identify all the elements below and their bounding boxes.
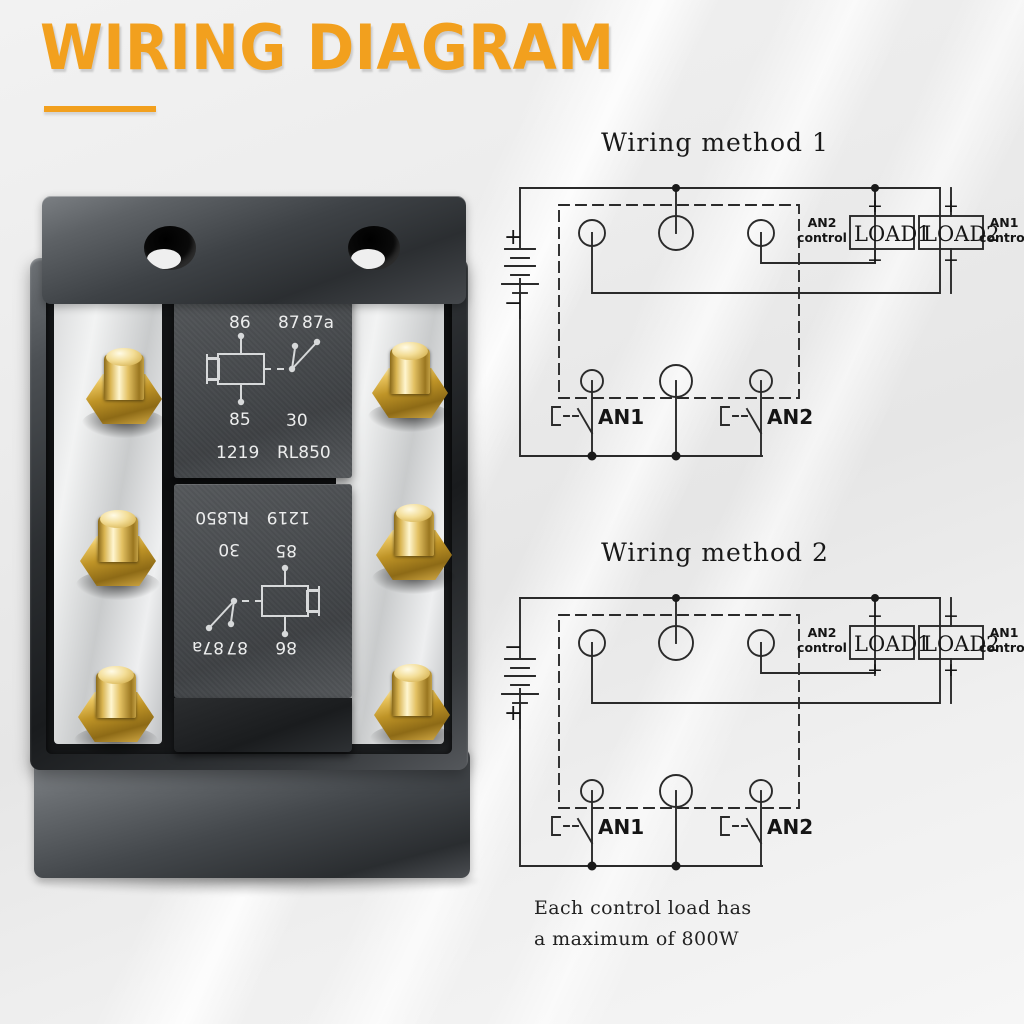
terminal-post bbox=[368, 342, 452, 432]
an2-control-line2: control bbox=[797, 230, 847, 245]
load2-label: LOAD2 bbox=[923, 632, 1000, 656]
svg-text:RL850: RL850 bbox=[195, 507, 249, 527]
terminal-post bbox=[370, 664, 454, 754]
svg-text:85: 85 bbox=[275, 540, 297, 560]
page-title: WIRING DIAGRAM bbox=[40, 11, 615, 84]
load1-minus-sign: − bbox=[867, 249, 883, 271]
relay-module-lower: 86 85 87 87a 30 1219 RL850 bbox=[174, 484, 352, 698]
an1-control-line2: control bbox=[979, 230, 1024, 245]
load1-minus-sign: − bbox=[867, 605, 883, 627]
product-photo: 86 85 87 87a 30 1219 RL850 bbox=[24, 196, 484, 894]
svg-text:30: 30 bbox=[218, 539, 240, 559]
relay-pin-85: 85 bbox=[229, 410, 251, 430]
an1-control-line2: control bbox=[979, 640, 1024, 655]
an1-control-line1: AN1 bbox=[990, 215, 1019, 230]
battery-minus-sign: − bbox=[504, 635, 522, 660]
caption-line-2: a maximum of 800W bbox=[534, 928, 739, 950]
relay-model: RL850 bbox=[277, 443, 331, 463]
battery-minus-sign: − bbox=[504, 291, 522, 316]
title-underline-bar bbox=[44, 106, 156, 112]
wiring-method-1-title: Wiring method 1 bbox=[601, 128, 829, 157]
load2-label: LOAD2 bbox=[923, 222, 1000, 246]
svg-text:87: 87 bbox=[226, 637, 248, 657]
switch-an2-label: AN2 bbox=[767, 405, 813, 429]
relay-pin-86: 86 bbox=[229, 313, 251, 333]
battery-plus-sign: + bbox=[504, 225, 522, 250]
relay-housing: 86 85 87 87a 30 1219 RL850 bbox=[30, 258, 468, 770]
load1-plus-sign: + bbox=[867, 659, 883, 681]
load1-label: LOAD1 bbox=[854, 222, 931, 246]
an2-control-line1: AN2 bbox=[808, 625, 837, 640]
battery-plus-sign: + bbox=[504, 701, 522, 726]
mount-hole-icon bbox=[144, 226, 196, 270]
svg-text:87a: 87a bbox=[192, 637, 224, 657]
svg-text:86: 86 bbox=[275, 637, 297, 657]
caption-line-1: Each control load has bbox=[534, 897, 752, 919]
terminal-post bbox=[82, 348, 166, 438]
load2-minus-sign: − bbox=[943, 605, 959, 627]
terminal-post bbox=[74, 666, 158, 756]
relay-pin-87a: 87a bbox=[302, 313, 334, 333]
relay-base-block bbox=[174, 698, 352, 752]
load1-label: LOAD1 bbox=[854, 632, 931, 656]
wiring-method-2-diagram: Wiring method 2 bbox=[500, 538, 1024, 878]
mount-hole-icon bbox=[348, 226, 400, 270]
load2-minus-sign: − bbox=[943, 249, 959, 271]
top-mounting-flange bbox=[42, 196, 466, 304]
switch-an1-label: AN1 bbox=[598, 815, 644, 839]
terminal-post bbox=[76, 510, 160, 600]
load2-plus-sign: + bbox=[943, 195, 959, 217]
relay-date-code: 1219 bbox=[216, 443, 259, 463]
an2-control-line1: AN2 bbox=[808, 215, 837, 230]
terminal-post bbox=[372, 504, 456, 594]
load2-plus-sign: + bbox=[943, 659, 959, 681]
wiring-method-2-title: Wiring method 2 bbox=[601, 538, 829, 567]
relay-housing-cavity: 86 85 87 87a 30 1219 RL850 bbox=[46, 272, 456, 756]
power-limit-caption: Each control load has a maximum of 800W bbox=[534, 893, 751, 955]
relay-pin-30: 30 bbox=[286, 411, 308, 431]
load1-plus-sign: + bbox=[867, 195, 883, 217]
switch-an1-label: AN1 bbox=[598, 405, 644, 429]
relay-module-upper: 86 85 87 87a 30 1219 RL850 bbox=[174, 280, 352, 478]
relay-pin-87: 87 bbox=[278, 313, 300, 333]
wiring-method-1-diagram: Wiring method 1 bbox=[500, 128, 1024, 468]
svg-text:1219: 1219 bbox=[267, 507, 310, 527]
an2-control-line2: control bbox=[797, 640, 847, 655]
an1-control-line1: AN1 bbox=[990, 625, 1019, 640]
title-block: WIRING DIAGRAM bbox=[40, 12, 664, 112]
switch-an2-label: AN2 bbox=[767, 815, 813, 839]
